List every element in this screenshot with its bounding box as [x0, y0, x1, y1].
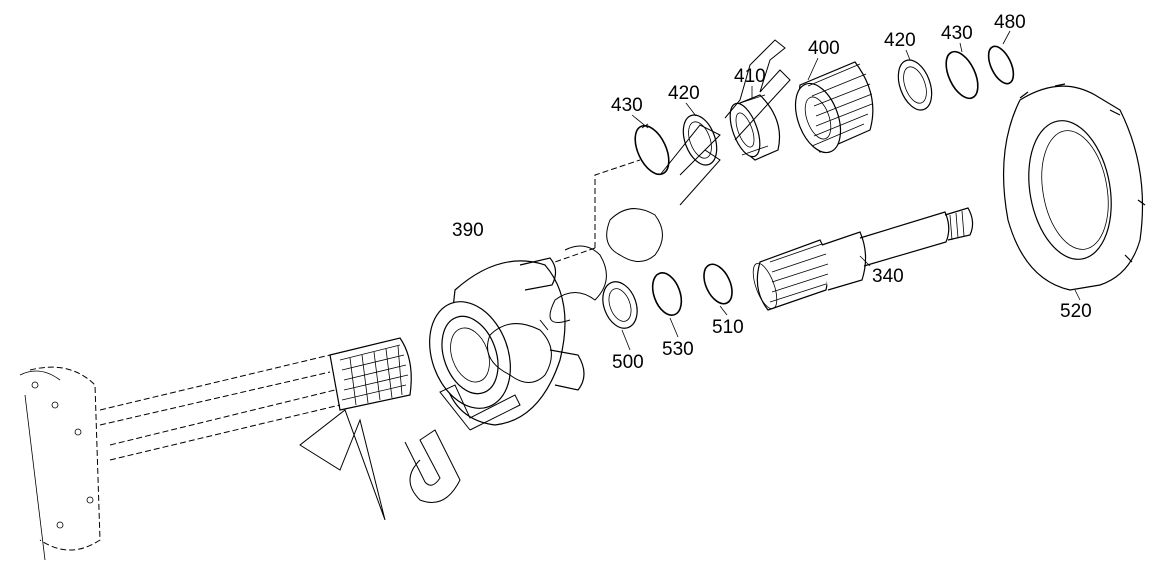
callout-500: 500 [612, 352, 644, 373]
axle-shaft [19, 337, 412, 561]
callout-420-right: 420 [884, 30, 916, 51]
needle-bearing-410 [729, 94, 781, 161]
callout-530: 530 [662, 339, 694, 360]
ring-plate-520 [1002, 83, 1146, 291]
callout-520: 520 [1060, 301, 1092, 322]
callout-labels: 430 420 410 400 420 430 480 390 340 520 … [452, 12, 1092, 373]
callout-480: 480 [994, 12, 1026, 33]
snap-ring-480 [987, 45, 1015, 85]
callout-510: 510 [712, 317, 744, 338]
snap-ring-430-right [945, 50, 979, 100]
thrust-washer-420-right [897, 59, 933, 111]
callout-430-left: 430 [611, 95, 643, 116]
callout-410: 410 [734, 66, 766, 87]
thrust-washer-420-left [682, 114, 718, 166]
callout-340: 340 [872, 266, 904, 287]
washer-500 [602, 281, 638, 329]
ring-530 [651, 272, 683, 316]
sun-gear-shaft-340 [752, 207, 974, 311]
snap-ring-510 [703, 263, 733, 305]
callout-420-left: 420 [668, 83, 700, 104]
callout-400: 400 [808, 38, 840, 59]
callout-390: 390 [452, 220, 484, 241]
callout-430-right: 430 [941, 23, 973, 44]
planet-gear-400 [794, 61, 874, 154]
watermark-autosoft [299, 39, 791, 521]
planet-carrier [429, 159, 641, 426]
snap-ring-430-left [634, 123, 670, 176]
leader-lines [621, 30, 1081, 351]
